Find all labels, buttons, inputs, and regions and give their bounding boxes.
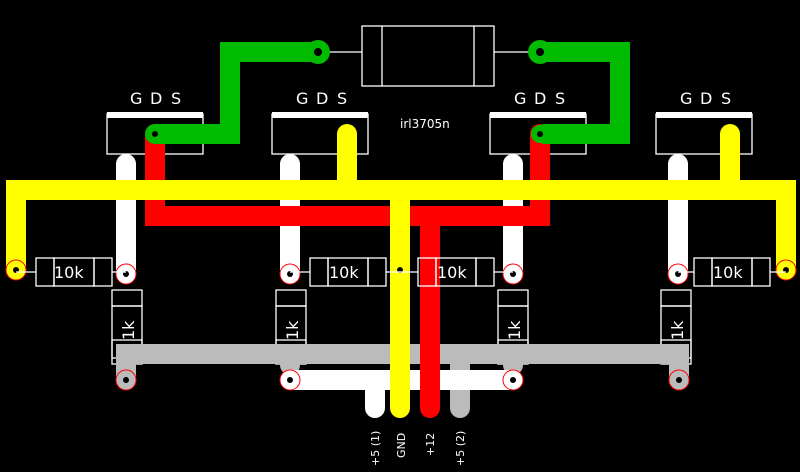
pin-label-s: S <box>721 89 731 108</box>
pin-label-d: D <box>150 89 162 108</box>
track-yellow <box>6 124 796 418</box>
resistor-10k: 10k <box>290 257 400 287</box>
pin-label-s: S <box>555 89 565 108</box>
pin-label-g: G <box>680 89 692 108</box>
resistor-1k-labels: 1k 1k 1k 1k <box>119 320 687 340</box>
connector-label-gnd: GND <box>395 433 408 458</box>
pin-label-d: D <box>700 89 712 108</box>
resistor-1k-label: 1k <box>505 320 524 340</box>
part-label: irl3705n <box>400 117 450 131</box>
pin-label-d: D <box>534 89 546 108</box>
resistor-10k: 10k <box>400 257 513 287</box>
connector-label-5v-2: +5 (2) <box>454 431 467 466</box>
resistor-1k-label: 1k <box>119 320 138 340</box>
resistor-10k-label: 10k <box>329 263 359 282</box>
resistor-10k-label: 10k <box>437 263 467 282</box>
resistor-10k-label: 10k <box>54 263 84 282</box>
pin-label-g: G <box>130 89 142 108</box>
top-resistor-silk <box>318 25 540 87</box>
connector-label-5v-1: +5 (1) <box>369 431 382 466</box>
track-red <box>145 124 550 418</box>
resistor-1k-label: 1k <box>668 320 687 340</box>
pin-labels: G D S G D S G D S G D S <box>130 89 731 108</box>
connector-label-12v: +12 <box>424 433 437 456</box>
pin-label-s: S <box>337 89 347 108</box>
connector-labels: +5 (1) GND +12 +5 (2) <box>369 431 467 466</box>
pads <box>5 40 797 391</box>
resistor-1k-label: 1k <box>283 320 302 340</box>
resistor-10k: 10k <box>16 257 126 287</box>
track-green <box>145 42 630 144</box>
pin-label-g: G <box>296 89 308 108</box>
resistor-10k: 10k <box>678 257 786 287</box>
pin-label-g: G <box>514 89 526 108</box>
pin-label-d: D <box>316 89 328 108</box>
resistor-10k-silk: 10k 10k 10k 10k <box>16 257 786 287</box>
resistor-10k-label: 10k <box>713 263 743 282</box>
pin-label-s: S <box>171 89 181 108</box>
